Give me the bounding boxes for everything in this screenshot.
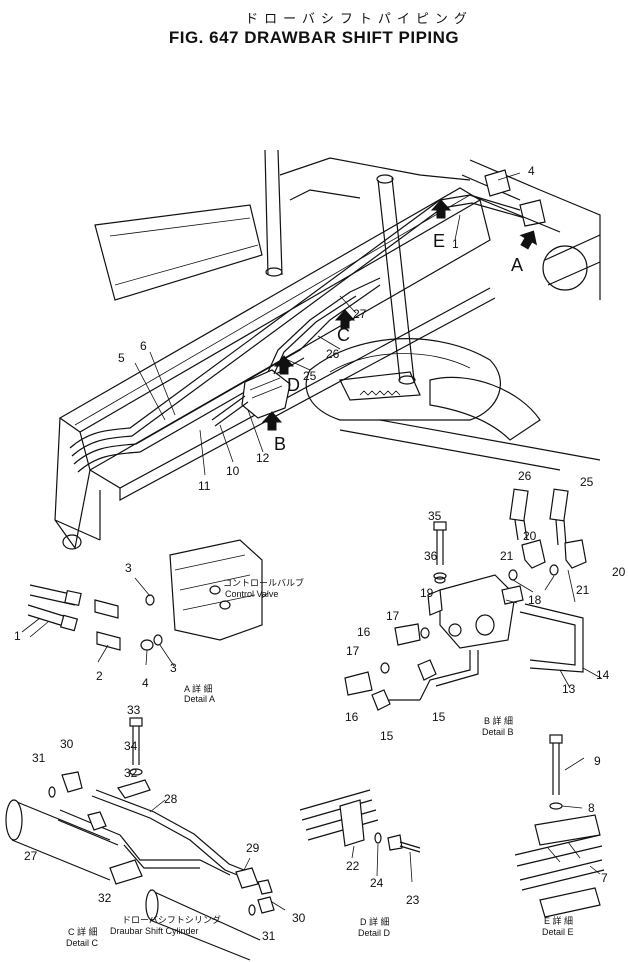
detail-a-caption-en: Detail A [184,694,215,704]
callout-b-17-upper: 17 [386,609,400,623]
callout-b-21-right: 21 [576,583,590,597]
callout-e-8: 8 [588,801,595,815]
callout-b-15-left: 15 [380,729,394,743]
callout-c-34: 34 [124,739,138,753]
callout-e-9: 9 [594,754,601,768]
detail-d-caption-en: Detail D [358,928,391,938]
view-letter-b: B [274,434,286,454]
callout-c-30-lower: 30 [292,911,306,925]
callout-b-20-left: 20 [523,529,537,543]
callout-main-10: 10 [226,464,240,478]
callout-c-31-upper: 31 [32,751,46,765]
callout-main-5: 5 [118,351,125,365]
detail-c-caption-en: Detail C [66,938,99,948]
callout-c-30-upper: 30 [60,737,74,751]
callout-d-23: 23 [406,893,420,907]
callout-b-21-left: 21 [500,549,514,563]
detail-d-drawing [299,789,421,883]
callout-main-12: 12 [256,451,270,465]
callout-main-4: 4 [528,164,535,178]
callout-a-1: 1 [14,629,21,643]
control-valve-label-jp: コントロールバルブ [223,577,304,588]
figure-title: FIG. 647 DRAWBAR SHIFT PIPING [168,28,460,47]
callout-main-6: 6 [140,339,147,353]
main-assembly-drawing [54,149,601,550]
callout-b-16-upper: 16 [357,625,371,639]
callout-c-32-lower: 32 [98,891,112,905]
cylinder-label-jp: ドローバシフトシリンダ [122,914,221,925]
callout-main-11: 11 [198,479,211,493]
detail-b-caption-en: Detail B [482,727,514,737]
detail-e-caption-en: Detail E [542,927,574,937]
callout-c-32-upper: 32 [124,766,138,780]
cylinder-label-en: Draubar Shift Cylinder [110,926,199,936]
callout-c-27: 27 [24,849,38,863]
callout-main-26: 26 [326,347,340,361]
view-letter-e: E [433,231,445,251]
callout-b-36: 36 [424,549,438,563]
callout-main-25: 25 [303,369,317,383]
callout-a-4: 4 [142,676,149,690]
detail-a-caption-jp: A 詳 細 [184,683,213,694]
callout-b-20-right: 20 [612,565,626,579]
callout-c-31-lower: 31 [262,929,276,943]
callout-e-7: 7 [601,871,608,885]
callout-b-14: 14 [596,668,610,682]
detail-c-caption-jp: C 詳 細 [68,926,98,937]
title-japanese: ドローバシフトパイピング [245,11,473,26]
callout-c-28: 28 [164,792,178,806]
view-letter-c: C [337,325,350,345]
callout-a-2: 2 [96,669,103,683]
callout-b-19: 19 [420,586,434,600]
callout-d-24: 24 [370,876,384,890]
detail-b-caption-jp: B 詳 細 [484,715,513,726]
detail-d-caption-jp: D 詳 細 [360,916,390,927]
callout-b-13: 13 [562,682,576,696]
callout-b-26: 26 [518,469,532,483]
view-letter-a: A [511,255,523,275]
callout-c-33: 33 [127,703,141,717]
callout-b-18: 18 [528,593,542,607]
callout-a-3-lower: 3 [170,661,177,675]
detail-e-caption-jp: E 詳 細 [544,915,573,926]
control-valve-label-en: Control Valve [225,589,278,599]
callout-c-29: 29 [246,841,260,855]
callout-b-15-right: 15 [432,710,446,724]
callout-b-17-lower: 17 [346,644,360,658]
callout-b-25: 25 [580,475,594,489]
callout-b-16-lower: 16 [345,710,359,724]
callout-d-22: 22 [346,859,360,873]
callout-a-3-upper: 3 [125,561,132,575]
callout-main-27: 27 [353,307,367,321]
detail-a-drawing [21,539,269,667]
callout-b-35: 35 [428,509,442,523]
detail-b-drawing [344,488,602,711]
detail-c-drawing [5,717,286,961]
callout-main-1: 1 [452,237,459,251]
detail-e-drawing [514,734,605,918]
view-letter-d: D [287,375,300,395]
